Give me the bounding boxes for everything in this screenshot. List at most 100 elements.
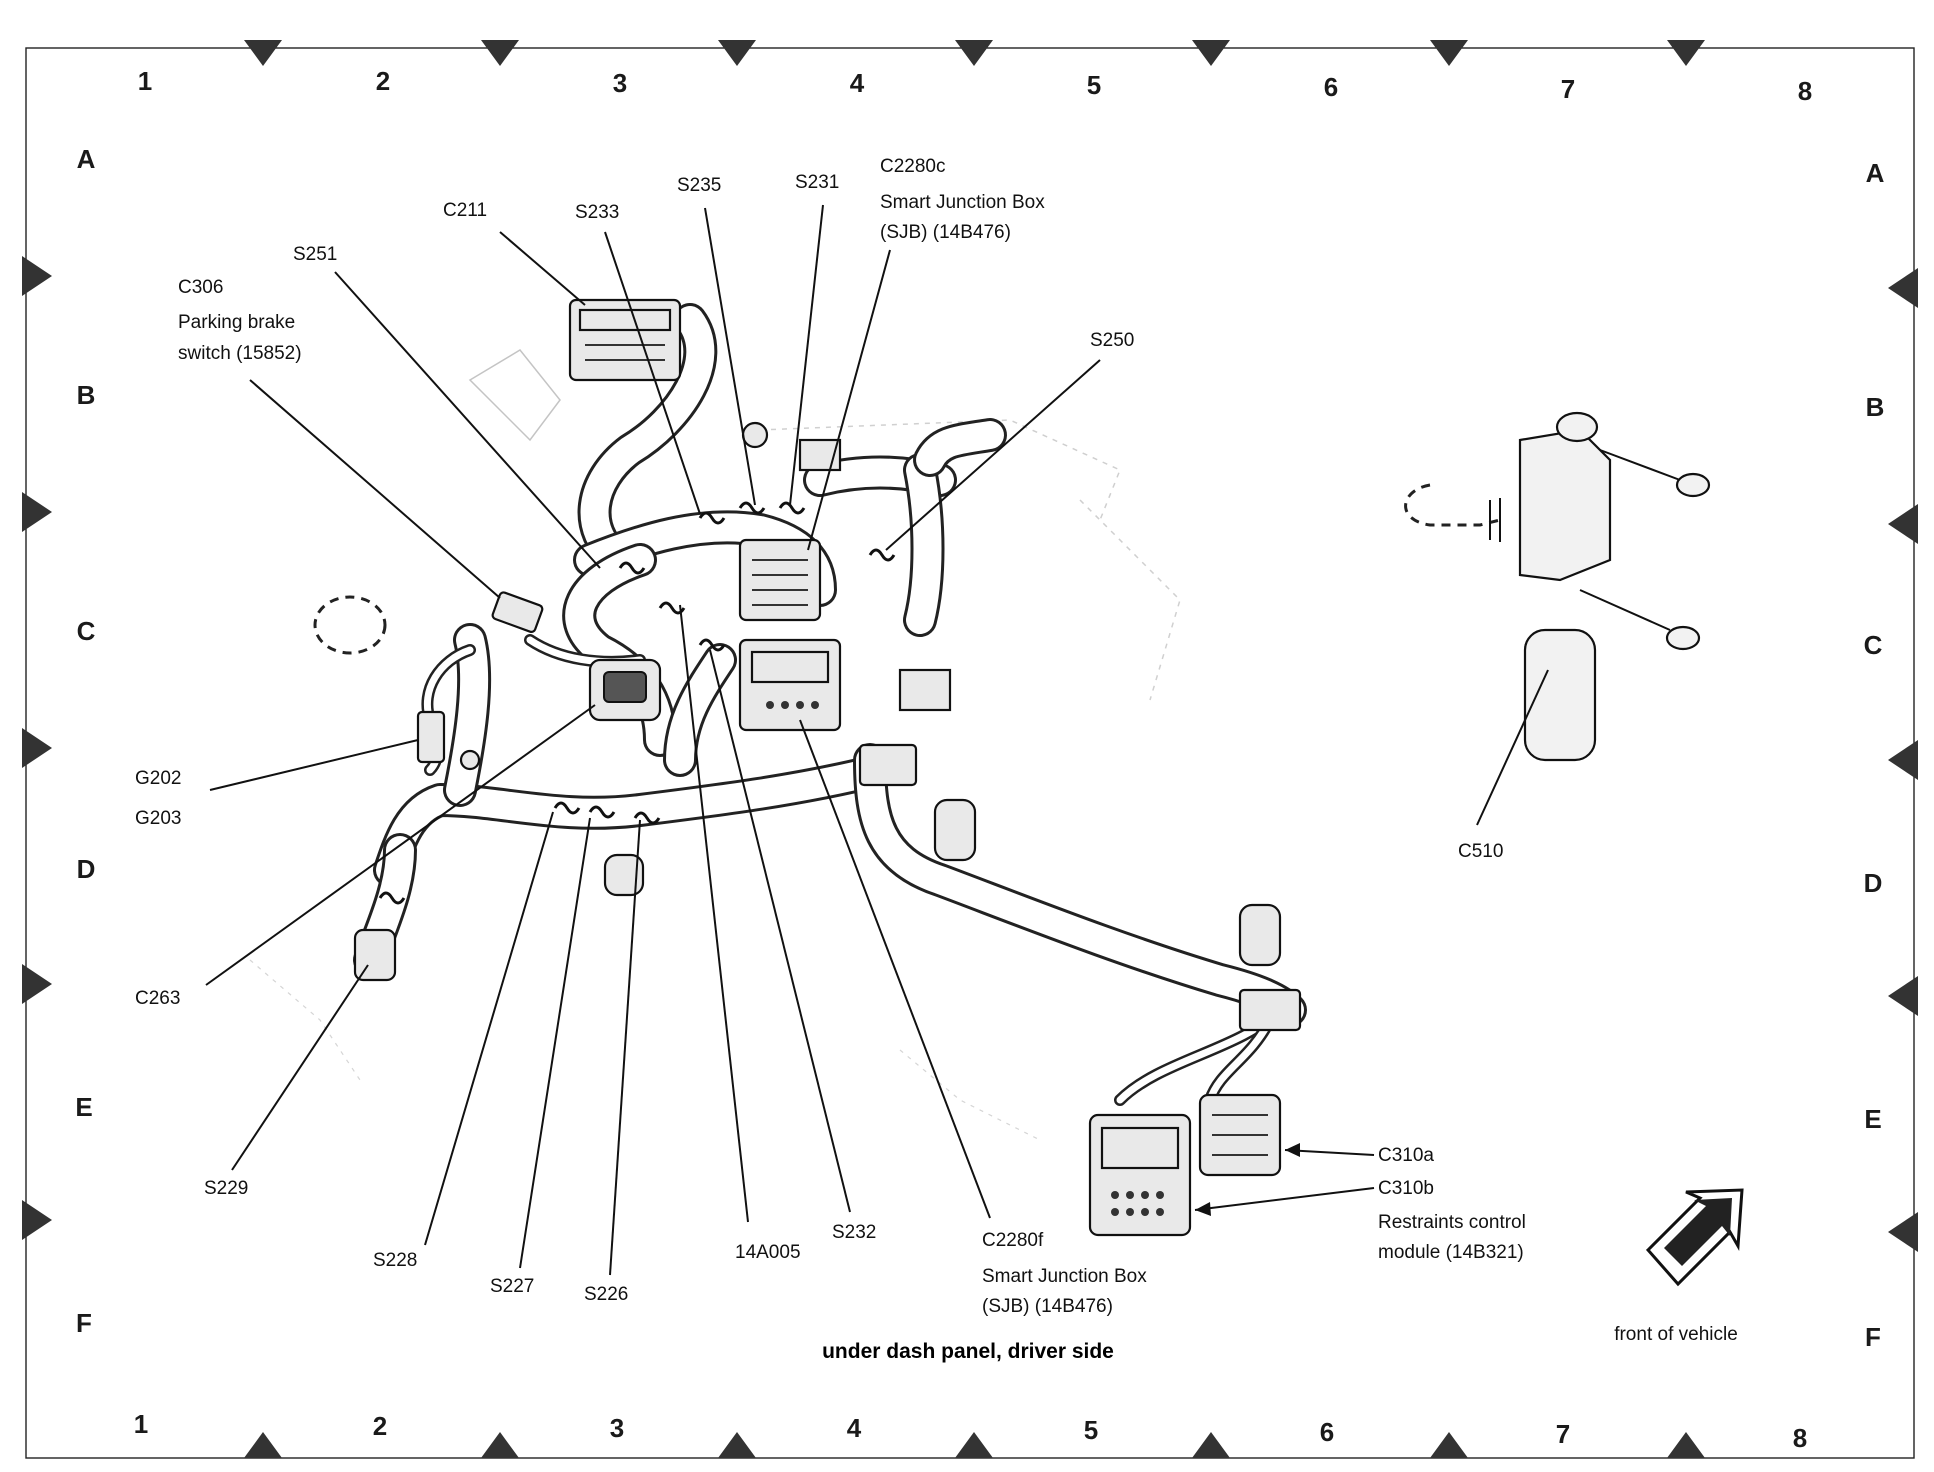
label-c263: C263 <box>135 988 180 1009</box>
grid-marker-left-1 <box>22 256 52 296</box>
label-c510: C510 <box>1458 841 1503 862</box>
grid-col-top-6: 6 <box>1324 72 1338 102</box>
label-c2280f-desc1: Smart Junction Box <box>982 1266 1147 1287</box>
grid-col-top-1: 1 <box>138 66 152 96</box>
grid-marker-left-4 <box>22 964 52 1004</box>
leader-s235 <box>704 207 756 506</box>
leader-s232 <box>709 649 851 1213</box>
arrowhead-c310b <box>1195 1202 1211 1216</box>
grid-marker-top-1 <box>244 40 282 66</box>
label-c310b-desc1: Restraints control <box>1378 1212 1526 1233</box>
leader-s227 <box>519 817 591 1269</box>
grid-col-bottom-1: 1 <box>134 1409 148 1439</box>
label-s250: S250 <box>1090 330 1134 351</box>
label-c310a: C310a <box>1378 1145 1434 1166</box>
label-s251: S251 <box>293 244 337 265</box>
bolts <box>603 798 1282 967</box>
leader-c211 <box>499 231 586 306</box>
grid-marker-top-6 <box>1430 40 1468 66</box>
grid-row-right-e: E <box>1864 1104 1881 1134</box>
label-s227: S227 <box>490 1276 534 1297</box>
callout-labels: C306 Parking brake switch (15852) S251 C… <box>135 156 1526 1317</box>
grid-row-left-a: A <box>77 144 96 174</box>
grid-marker-bottom-3 <box>718 1432 756 1458</box>
connector-c310b <box>1088 1113 1192 1237</box>
label-s226: S226 <box>584 1284 628 1305</box>
grid-marker-bottom-7 <box>1667 1432 1705 1458</box>
label-c2280c-desc1: Smart Junction Box <box>880 192 1045 213</box>
grid-col-top-4: 4 <box>850 68 865 98</box>
grid-marker-top-4 <box>955 40 993 66</box>
grid-row-right-f: F <box>1865 1322 1881 1352</box>
grid-row-left-f: F <box>76 1308 92 1338</box>
grid-marker-right-5 <box>1888 1212 1918 1252</box>
grid-col-top-7: 7 <box>1561 74 1575 104</box>
bracket-top <box>741 421 842 472</box>
grid-marker-right-1 <box>1888 268 1918 308</box>
grid-marker-right-4 <box>1888 976 1918 1016</box>
grid-row-labels-right: A B C D E F <box>1864 158 1885 1352</box>
grid-markers <box>22 40 1918 1458</box>
label-c310b-desc2: module (14B321) <box>1378 1242 1524 1263</box>
grid-col-top-5: 5 <box>1087 70 1101 100</box>
grid-col-bottom-4: 4 <box>847 1413 862 1443</box>
ground-g202-g203 <box>416 710 481 771</box>
grid-col-bottom-5: 5 <box>1084 1415 1098 1445</box>
grid-row-right-c: C <box>1864 630 1883 660</box>
leader-s251 <box>334 271 601 569</box>
leader-s229 <box>231 964 369 1171</box>
connector-c306 <box>491 591 544 633</box>
label-c306-desc1: Parking brake <box>178 312 295 333</box>
leader-c2280c <box>807 249 891 551</box>
front-arrow-icon <box>1645 1188 1744 1287</box>
grid-col-top-8: 8 <box>1798 76 1812 106</box>
label-c306-desc2: switch (15852) <box>178 343 302 364</box>
grid-row-right-d: D <box>1864 868 1883 898</box>
connector-c2280c <box>738 538 822 622</box>
bracket-right <box>898 668 952 712</box>
leader-s226 <box>609 819 641 1276</box>
connector-lower-left <box>353 928 397 982</box>
grid-row-right-a: A <box>1866 158 1885 188</box>
label-c211: C211 <box>443 200 487 221</box>
grid-row-labels-left: A B C D E F <box>75 144 95 1338</box>
leader-g202 <box>209 739 419 791</box>
leader-c310b <box>1194 1187 1375 1211</box>
grid-marker-bottom-2 <box>481 1432 519 1458</box>
grid-row-left-e: E <box>75 1092 92 1122</box>
label-14a005: 14A005 <box>735 1242 801 1263</box>
label-c2280c-desc2: (SJB) (14B476) <box>880 222 1011 243</box>
label-s229: S229 <box>204 1178 248 1199</box>
arrowhead-c310a <box>1285 1143 1300 1157</box>
leader-s231 <box>789 204 824 506</box>
label-s235: S235 <box>677 175 721 196</box>
grid-marker-left-2 <box>22 492 52 532</box>
leader-s250 <box>885 359 1101 551</box>
connector-c310a <box>1198 1093 1282 1177</box>
grid-marker-bottom-6 <box>1430 1432 1468 1458</box>
splice-marks <box>378 501 896 905</box>
leader-s233 <box>604 231 701 515</box>
connector-c2280f <box>738 638 842 732</box>
components <box>313 298 1302 1237</box>
grid-row-right-b: B <box>1866 392 1885 422</box>
grid-col-top-3: 3 <box>613 68 627 98</box>
grid-marker-top-7 <box>1667 40 1705 66</box>
grid-row-left-d: D <box>77 854 96 884</box>
harness-clip <box>858 743 1302 1032</box>
grid-row-left-c: C <box>77 616 96 646</box>
connector-c211 <box>568 298 682 382</box>
grid-marker-bottom-1 <box>244 1432 282 1458</box>
leader-c2280f <box>799 719 991 1219</box>
grid-col-bottom-8: 8 <box>1793 1423 1807 1453</box>
grid-column-labels-top: 1 2 3 4 5 6 7 8 <box>138 66 1812 106</box>
grid-column-labels-bottom: 1 2 3 4 5 6 7 8 <box>134 1409 1807 1453</box>
dashed-component <box>313 595 387 655</box>
label-c306: C306 <box>178 277 223 298</box>
dash-panel-sketch <box>249 349 1181 1141</box>
grid-marker-top-5 <box>1192 40 1230 66</box>
grid-marker-top-3 <box>718 40 756 66</box>
grid-col-bottom-3: 3 <box>610 1413 624 1443</box>
grid-col-bottom-6: 6 <box>1320 1417 1334 1447</box>
